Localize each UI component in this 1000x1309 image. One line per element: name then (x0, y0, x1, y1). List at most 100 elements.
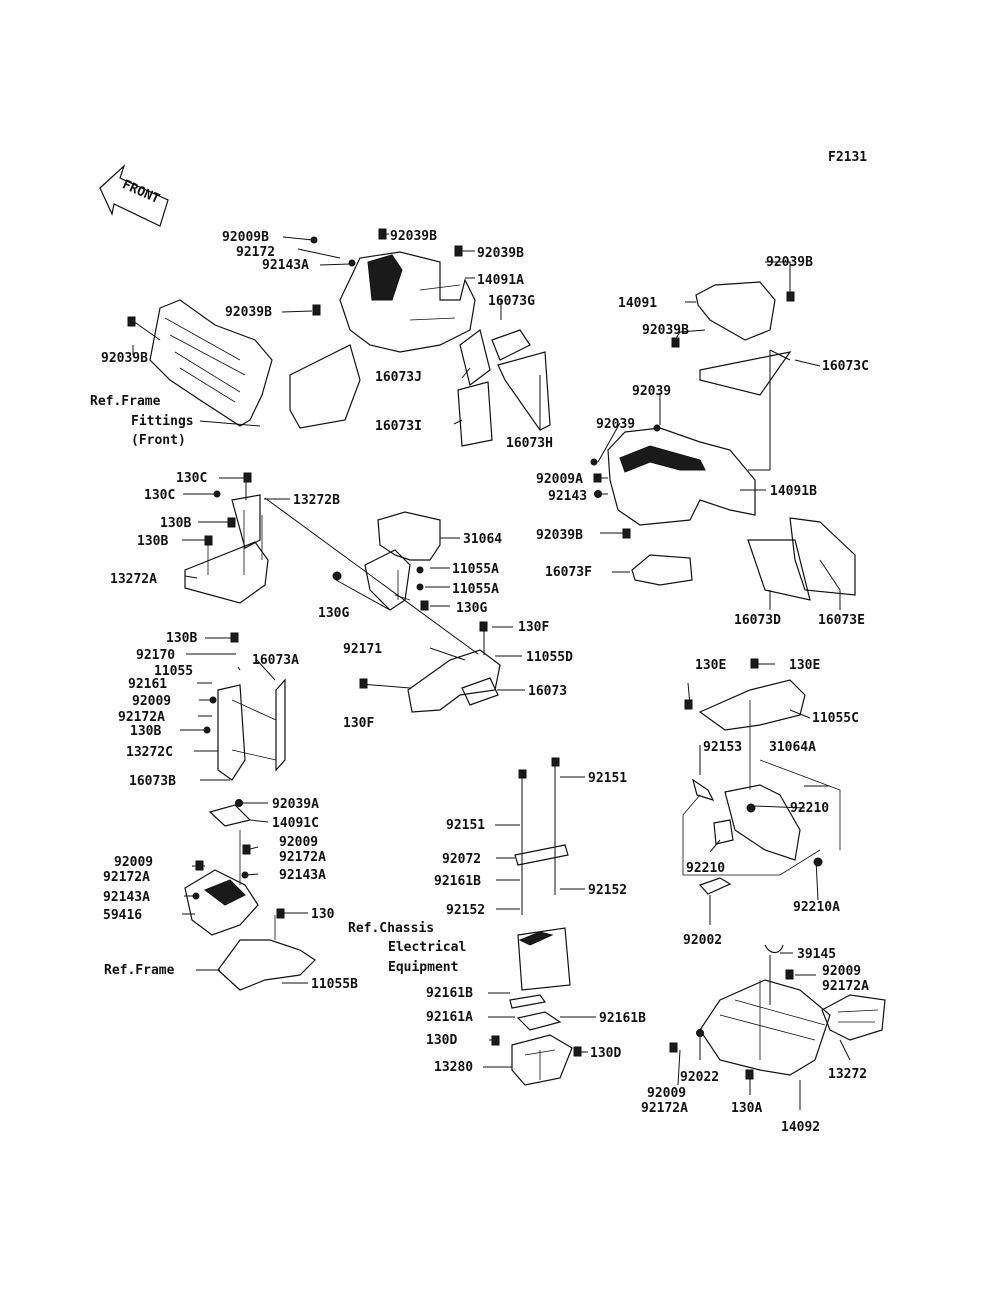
part-label: 92143A (103, 890, 150, 905)
front-arrow-label: FRONT (120, 177, 162, 207)
part-label: 92039B (225, 305, 272, 320)
part-label: 130B (166, 631, 197, 646)
part-label: 14091A (477, 273, 524, 288)
part-label: 92210 (790, 801, 829, 816)
part-label: 92151 (588, 771, 627, 786)
part-label: 14091C (272, 816, 319, 831)
part-label: 13280 (434, 1060, 473, 1075)
part-label: 92009A (536, 472, 583, 487)
part-label: 130F (343, 716, 374, 731)
panel-13272C (217, 678, 286, 781)
part-label: 11055B (311, 977, 358, 992)
part-label: 39145 (797, 947, 836, 962)
part-label: 16073I (375, 419, 422, 434)
part-label: 92161A (426, 1010, 473, 1025)
part-label: 16073E (818, 613, 865, 628)
bracket-plate-13272 (184, 494, 479, 655)
bolt-icon (491, 757, 582, 1057)
part-label: 92172A (279, 850, 326, 865)
part-label: 92143A (262, 258, 309, 273)
bolt-icon (192, 799, 285, 919)
part-label: 92172A (822, 979, 869, 994)
part-label: 92039 (632, 384, 671, 399)
bolt-icon (204, 472, 252, 546)
part-label: 130E (695, 658, 726, 673)
ref-chassis-line3: Equipment (388, 960, 458, 975)
part-label: 130G (456, 601, 487, 616)
part-label: 92152 (446, 903, 485, 918)
part-label: 92172A (118, 710, 165, 725)
part-label: 130F (518, 620, 549, 635)
part-label: 16073A (252, 653, 299, 668)
part-label: 92172A (641, 1101, 688, 1116)
part-label: 92039B (766, 255, 813, 270)
part-label: 92171 (343, 642, 382, 657)
part-label: 13272B (293, 493, 340, 508)
part-label: 92161B (426, 986, 473, 1001)
bolt-icon (669, 969, 794, 1080)
part-label: 92143A (279, 868, 326, 883)
bracket-31064 (364, 511, 441, 611)
part-label: 92161B (599, 1011, 646, 1026)
part-label: 11055C (812, 711, 859, 726)
bracket-11055D (359, 630, 525, 713)
part-label: 16073D (734, 613, 781, 628)
part-label: 16073 (528, 684, 567, 699)
ref-frame: Ref.Frame (104, 963, 175, 978)
part-label: 92161B (434, 874, 481, 889)
front-fender-left (149, 251, 551, 447)
part-label: 13272C (126, 745, 173, 760)
bolt-icon (590, 291, 795, 539)
bracket-59416 (184, 804, 316, 991)
part-label: 16073J (375, 370, 422, 385)
part-label: 92152 (588, 883, 627, 898)
part-label: 14091 (618, 296, 657, 311)
part-label: 92009 (647, 1086, 686, 1101)
ref-frame-fittings-line2: Fittings (131, 414, 194, 429)
part-label: 92172 (236, 245, 275, 260)
part-label: 16073C (822, 359, 869, 374)
part-label: 92172A (103, 870, 150, 885)
part-label: 92009 (279, 835, 318, 850)
part-label: 92039B (390, 229, 437, 244)
part-label: 92210A (793, 900, 840, 915)
part-label: 16073F (545, 565, 592, 580)
part-label: 130C (144, 488, 175, 503)
battery-group (509, 763, 573, 1086)
part-label: 92039B (101, 351, 148, 366)
part-label: 92009 (132, 694, 171, 709)
part-label: 130G (318, 606, 349, 621)
part-label: 92002 (683, 933, 722, 948)
part-label: 130D (590, 1046, 621, 1061)
part-label: 92153 (703, 740, 742, 755)
rear-fender-group (607, 281, 856, 601)
part-label: 16073H (506, 436, 553, 451)
part-label: 92151 (446, 818, 485, 833)
part-label: 92072 (442, 852, 481, 867)
part-label: 92022 (680, 1070, 719, 1085)
part-label: 130B (160, 516, 191, 531)
part-label: 16073G (488, 294, 535, 309)
ref-chassis-line1: Ref.Chassis (348, 921, 434, 936)
bolt-icon (359, 621, 488, 689)
ref-chassis-line2: Electrical (388, 940, 466, 955)
part-label: 13272 (828, 1067, 867, 1082)
part-label: 31064 (463, 532, 502, 547)
skid-plate-14092 (699, 944, 886, 1076)
part-label: 13272A (110, 572, 157, 587)
part-label: 14091B (770, 484, 817, 499)
bolt-icon (203, 632, 239, 734)
part-label: 130C (176, 471, 207, 486)
part-label: 130A (731, 1101, 762, 1116)
part-label: 130B (130, 724, 161, 739)
part-label: 130D (426, 1033, 457, 1048)
part-label: 92039A (272, 797, 319, 812)
part-label: 92039B (477, 246, 524, 261)
part-label: 92039 (596, 417, 635, 432)
part-label: 92170 (136, 648, 175, 663)
part-label: 92009 (822, 964, 861, 979)
part-label: 11055 (154, 664, 193, 679)
figure-code: F2131 (828, 150, 867, 165)
part-label: 31064A (769, 740, 816, 755)
